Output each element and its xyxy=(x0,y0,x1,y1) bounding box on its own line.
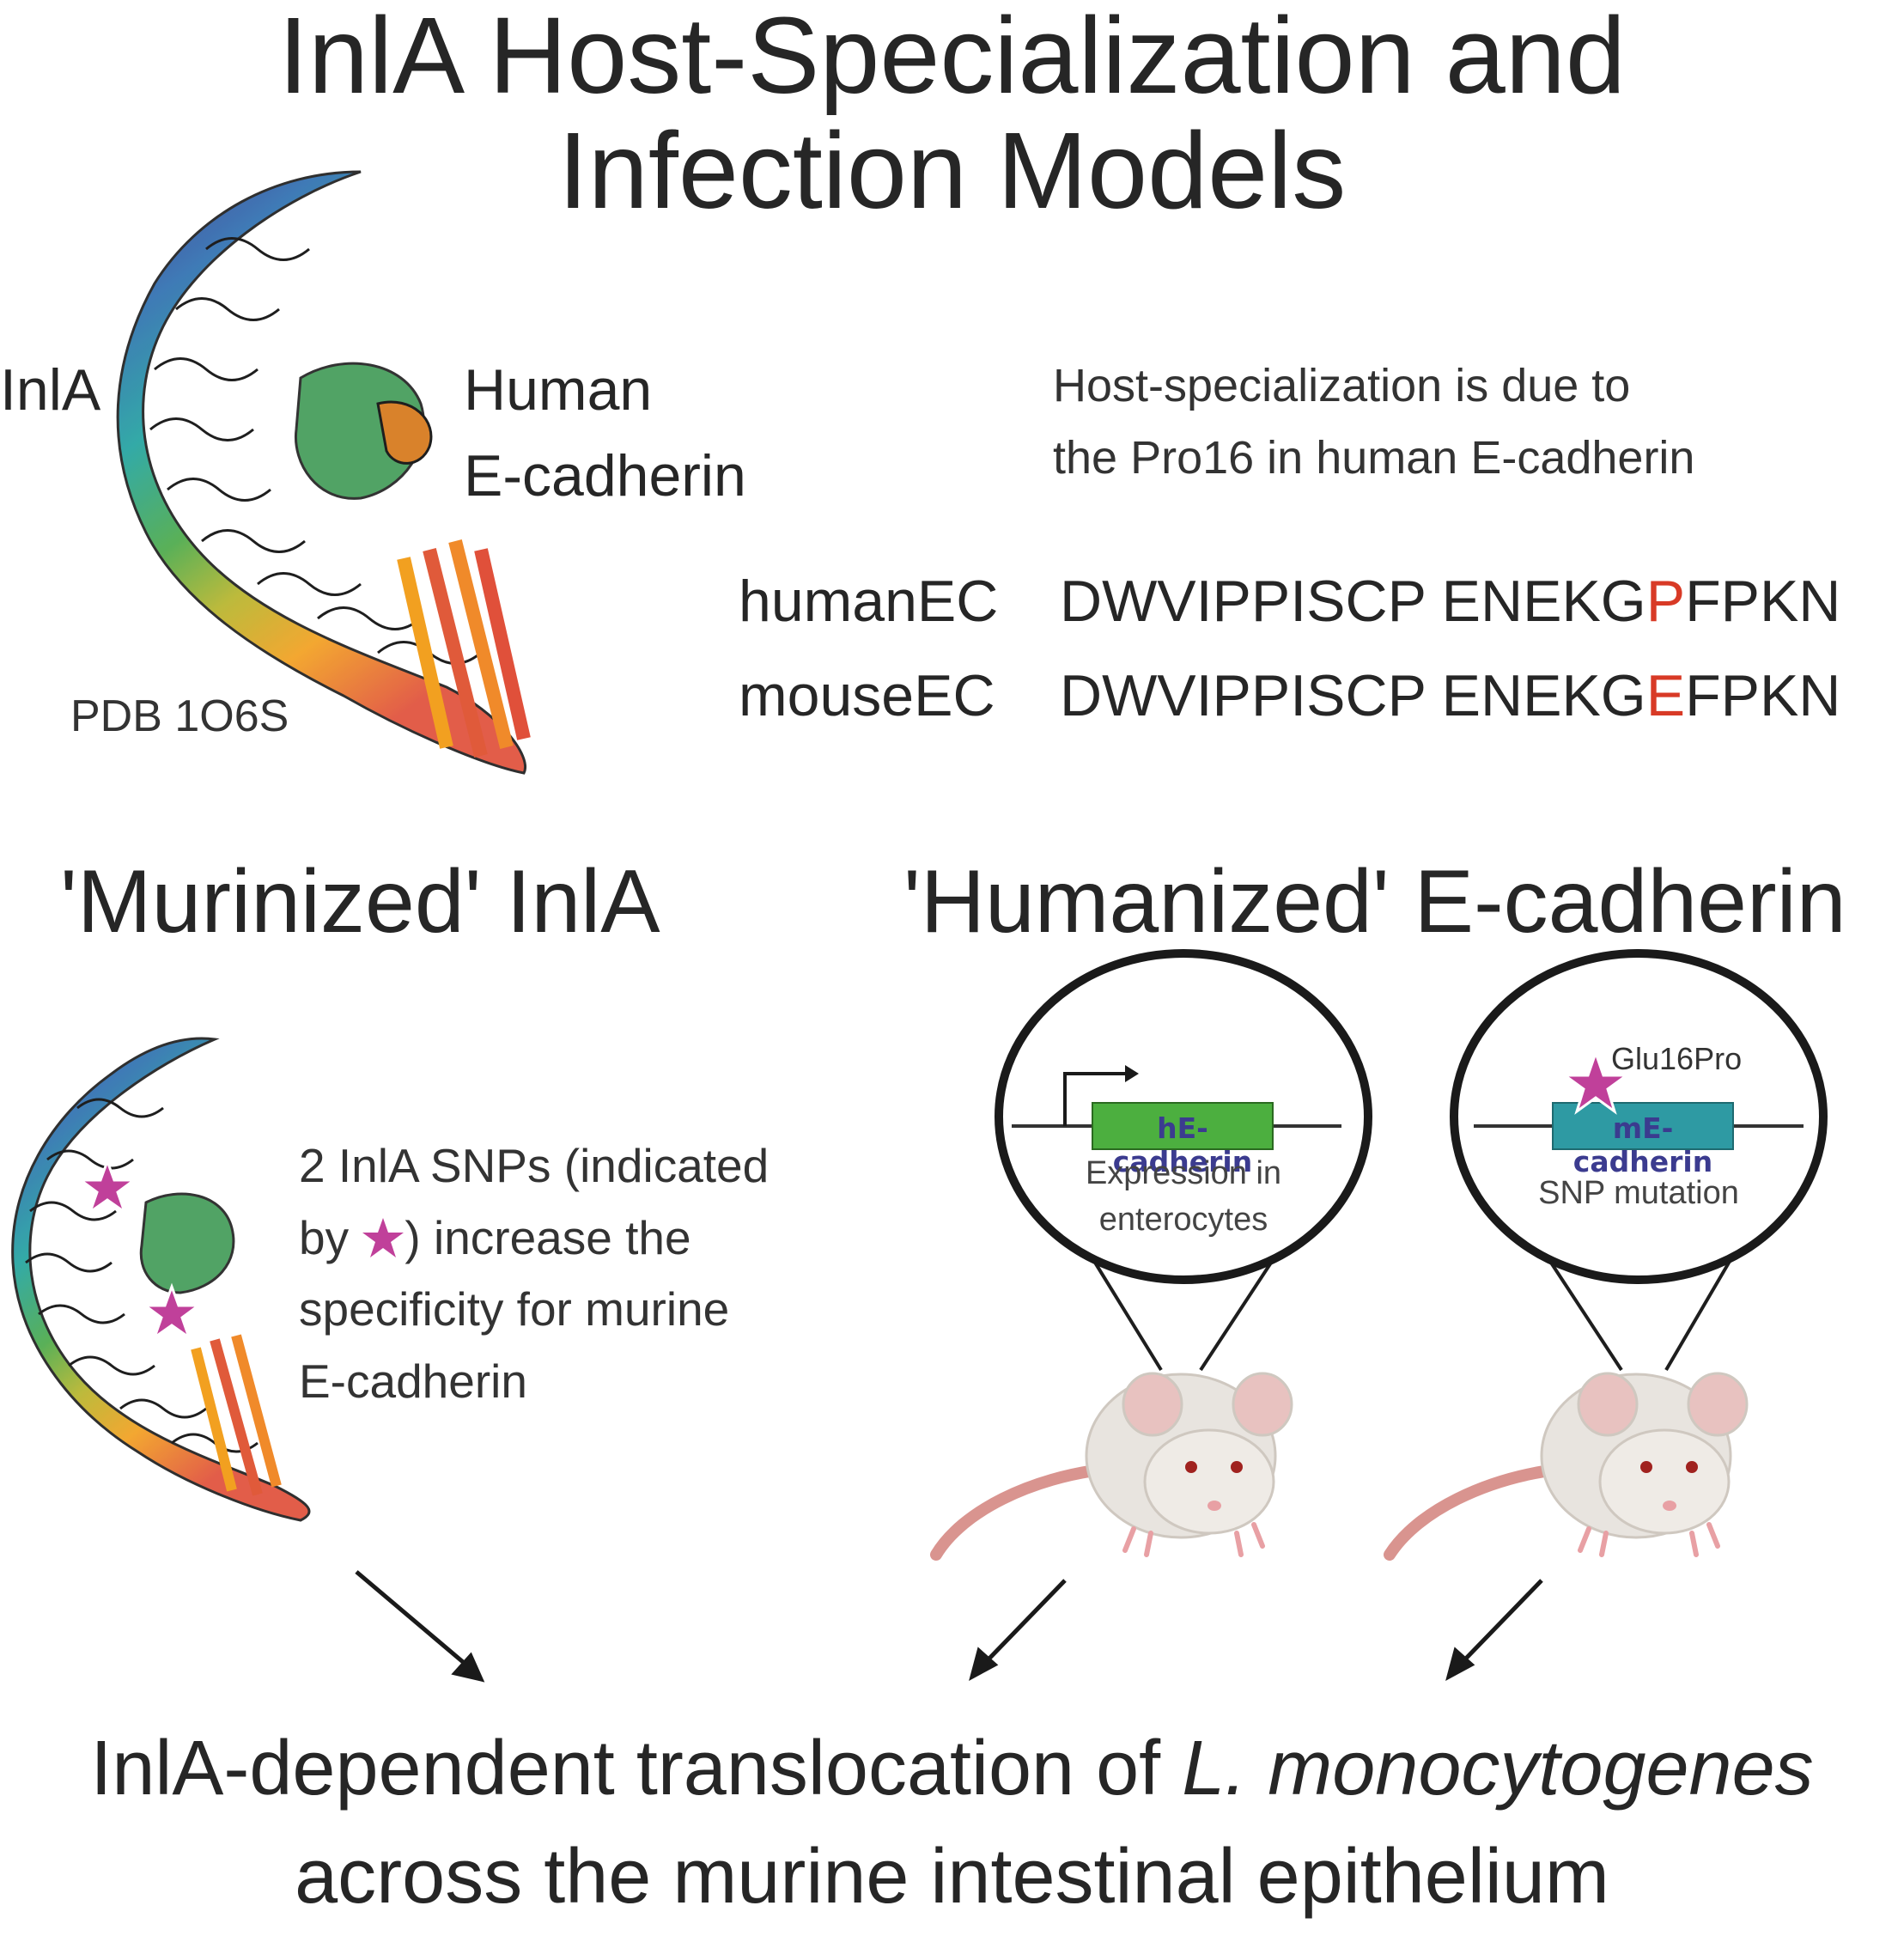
explanation-text: Host-specialization is due to the Pro16 … xyxy=(1053,350,1694,494)
mouse-illustration-2 xyxy=(1384,1372,1749,1561)
mouse-sequence: DWVIPPISCP ENEKGEFPKN xyxy=(1060,667,1840,725)
explanation-line-1: Host-specialization is due to xyxy=(1053,360,1631,411)
model1-caption-line-1: Expression in xyxy=(1085,1155,1282,1191)
species-name: L. monocytogenes xyxy=(1182,1726,1814,1811)
callout-hE-cadherin xyxy=(995,949,1372,1372)
hE-cadherin-gene-box xyxy=(1092,1102,1274,1150)
mouse-residue-16: E xyxy=(1645,663,1686,728)
protein-structure-murinized xyxy=(11,1037,311,1522)
mutation-label: Glu16Pro xyxy=(1611,1041,1743,1076)
callout-mE-cadherin xyxy=(1450,949,1828,1372)
mouse-seq-suffix: FPKN xyxy=(1685,663,1841,728)
ecadherin-label: E-cadherin xyxy=(464,443,746,508)
conclusion-line-1-text: InlA-dependent translocation of xyxy=(90,1726,1183,1811)
human-sequence-row: humanEC xyxy=(739,572,998,630)
conclusion-line-2: across the murine intestinal epithelium xyxy=(295,1834,1609,1920)
murinized-line-3: specificity for murine xyxy=(299,1282,730,1336)
human-seq-prefix: DWVIPPISCP ENEKG xyxy=(1060,569,1646,634)
mouse-sequence-row: mouseEC xyxy=(739,667,995,725)
model1-caption-line-2: enterocytes xyxy=(1098,1201,1268,1238)
mouse-illustration-1 xyxy=(930,1372,1293,1561)
murinized-heading: 'Murinized' InlA xyxy=(60,852,660,952)
human-seq-suffix: FPKN xyxy=(1685,569,1841,634)
mutation-star-icon xyxy=(1560,1049,1631,1115)
murinized-line-4: E-cadherin xyxy=(299,1354,527,1408)
pdb-label: PDB 1O6S xyxy=(70,691,289,741)
murinized-line-2: by ) increase the xyxy=(299,1202,769,1275)
humanized-heading: 'Humanized' E-cadherin xyxy=(903,852,1846,952)
murinized-text: 2 InlA SNPs (indicated by ) increase the… xyxy=(299,1130,769,1417)
model2-caption: SNP mutation xyxy=(1538,1175,1739,1211)
human-residue-16: P xyxy=(1645,569,1686,634)
conclusion-line-1: InlA-dependent translocation of L. monoc… xyxy=(0,1730,1904,1807)
explanation-line-2: the Pro16 in human E-cadherin xyxy=(1053,431,1695,484)
star-icon xyxy=(362,1208,405,1257)
model1-caption: Expression in enterocytes xyxy=(1055,1151,1312,1244)
human-sequence: DWVIPPISCP ENEKGPFPKN xyxy=(1060,572,1840,630)
murinized-line-2-pre: by xyxy=(299,1210,350,1264)
mouse-sequence-name: mouseEC xyxy=(739,663,995,728)
inla-label: InlA xyxy=(0,357,101,423)
mE-cadherin-gene-box xyxy=(1552,1102,1734,1150)
arrows xyxy=(355,1570,1543,1683)
page-title-line-2: Infection Models xyxy=(557,110,1347,231)
snp-star-icon-1 xyxy=(76,1157,138,1215)
murinized-line-1: 2 InlA SNPs (indicated xyxy=(299,1139,770,1192)
human-label: Human xyxy=(464,357,653,423)
hE-cadherin-label: hE-cadherin xyxy=(1112,1111,1253,1178)
protein-structure-top xyxy=(116,170,531,775)
mouse-seq-prefix: DWVIPPISCP ENEKG xyxy=(1060,663,1646,728)
snp-star-icon-2 xyxy=(141,1282,203,1341)
murinized-line-2-post: ) increase the xyxy=(405,1210,691,1264)
human-sequence-name: humanEC xyxy=(739,569,999,634)
mE-cadherin-label: mE-cadherin xyxy=(1572,1111,1713,1178)
page-title-line-1: InlA Host-Specialization and xyxy=(278,0,1626,116)
